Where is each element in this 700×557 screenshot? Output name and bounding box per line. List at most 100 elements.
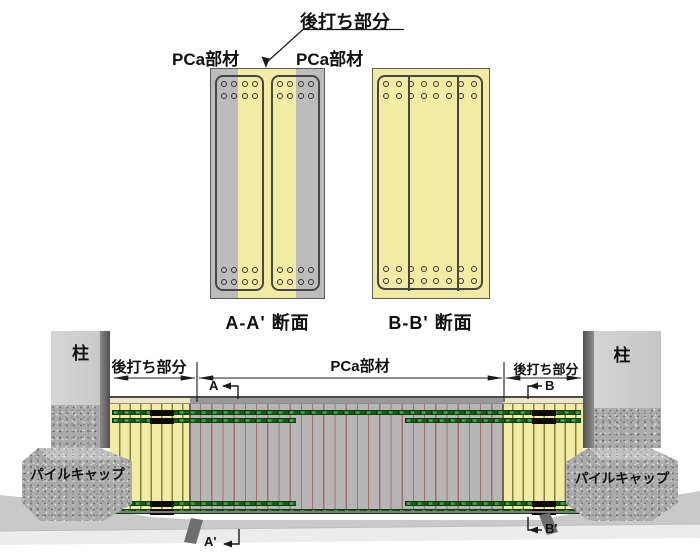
panel-joint-line [408,76,410,291]
rebar-circle [221,279,227,285]
pilecap-left-label: パイルキャップ [30,467,125,482]
rebar-circle [231,93,238,99]
cut-mark-arrow-a-prime [223,540,232,548]
rebar-circle [221,93,227,99]
column-shadow-edge [583,331,594,448]
rebar-row [277,279,314,285]
beam-top-postcast-left [110,398,190,403]
postcast-leader-label: 後打ち部分 [300,12,390,32]
rebar-circle [445,278,452,284]
rebar-row [277,81,314,87]
rebar-circle [470,278,477,284]
rebar-row [383,278,477,284]
cut-mark-arrow-b [529,382,538,390]
rebar-circle [383,93,389,99]
section-aa-caption: A-A' 断面 [225,313,310,333]
panel-joint-line [457,76,459,291]
rebar-row [277,267,314,273]
pilecap-left: パイルキャップ [22,448,132,521]
rebar-circle [420,93,427,99]
rebar-circle [307,279,314,285]
pilecap-top-facet [38,448,122,460]
rebar-circle [221,81,227,87]
rebar-circle [458,81,465,87]
rebar-circle [395,93,402,99]
top-rebar-outer [112,410,581,415]
pilecap-top-facet [588,448,670,460]
beam-top-face [110,396,583,404]
rebar-circle [221,267,227,273]
rebar-circle [470,93,477,99]
rebar-coupler [150,409,174,416]
section-bb-drawing [372,68,490,299]
rebar-row [221,81,258,87]
cut-letter-b-prime: B' [545,521,558,536]
column-right: 柱 [583,331,661,448]
column-left: 柱 [51,331,110,448]
cut-letter-a-prime: A' [204,534,217,549]
rebar-coupler [150,500,174,507]
rebar-circle [287,93,294,99]
rebar-row [383,93,477,99]
rebar-circle [395,81,402,87]
rebar-coupler [150,417,174,424]
column-left-label: 柱 [72,344,89,363]
pca-label-right: PCa部材 [296,50,364,69]
pilecap-right-label: パイルキャップ [574,471,670,486]
ground-wedge-left [184,518,203,544]
rebar-circle [445,93,452,99]
rebar-circle [277,81,283,87]
beam-top-pca [190,398,503,403]
rebar-circle [383,81,389,87]
rebar-circle [231,267,238,273]
rebar-row [277,93,314,99]
ground-front-face [0,524,700,545]
rebar-circle [395,266,402,272]
rebar-circle [277,279,283,285]
rebar-row [221,267,258,273]
rebar-circle [458,93,465,99]
rebar-circle [433,93,440,99]
stirrup-outline [377,75,483,290]
dim-label-postcast-right: 後打ち部分 [513,362,579,377]
rebar-circle [420,278,427,284]
rebar-circle [251,93,258,99]
stirrup-outline-left [215,75,264,291]
rebar-circle [420,266,427,272]
rebar-circle [433,81,440,87]
rebar-circle [307,267,314,273]
rebar-circle [241,81,248,87]
rebar-coupler [532,500,556,507]
pca-end-line-right [502,404,504,513]
rebar-circle [231,279,238,285]
rebar-circle [458,266,465,272]
section-aa-drawing [210,68,325,299]
dim-label-postcast-left: 後打ち部分 [111,359,187,376]
section-bb-caption: B-B' 断面 [388,313,473,333]
stirrup-outline-right [271,75,320,291]
rebar-row [221,279,258,285]
rebar-circle [297,93,304,99]
column-concrete-base [51,405,100,448]
top-rebar-inner-left [112,418,296,423]
column-shadow-edge [100,331,110,448]
rebar-circle [470,266,477,272]
rebar-circle [297,81,304,87]
rebar-row [383,266,477,272]
rebar-circle [297,267,304,273]
pilecap-right: パイルキャップ [566,448,678,521]
rebar-circle [251,279,258,285]
rebar-circle [383,266,389,272]
postcast-band [238,69,296,298]
cut-letter-b: B [545,378,555,393]
leader-arrowhead [261,56,270,68]
rebar-circle [445,266,452,272]
rebar-circle [470,81,477,87]
rebar-circle [395,278,402,284]
rebar-circle [231,81,238,87]
rebar-circle [287,279,294,285]
rebar-row [221,93,258,99]
rebar-circle [241,93,248,99]
cut-mark-arrow-a [222,382,231,390]
